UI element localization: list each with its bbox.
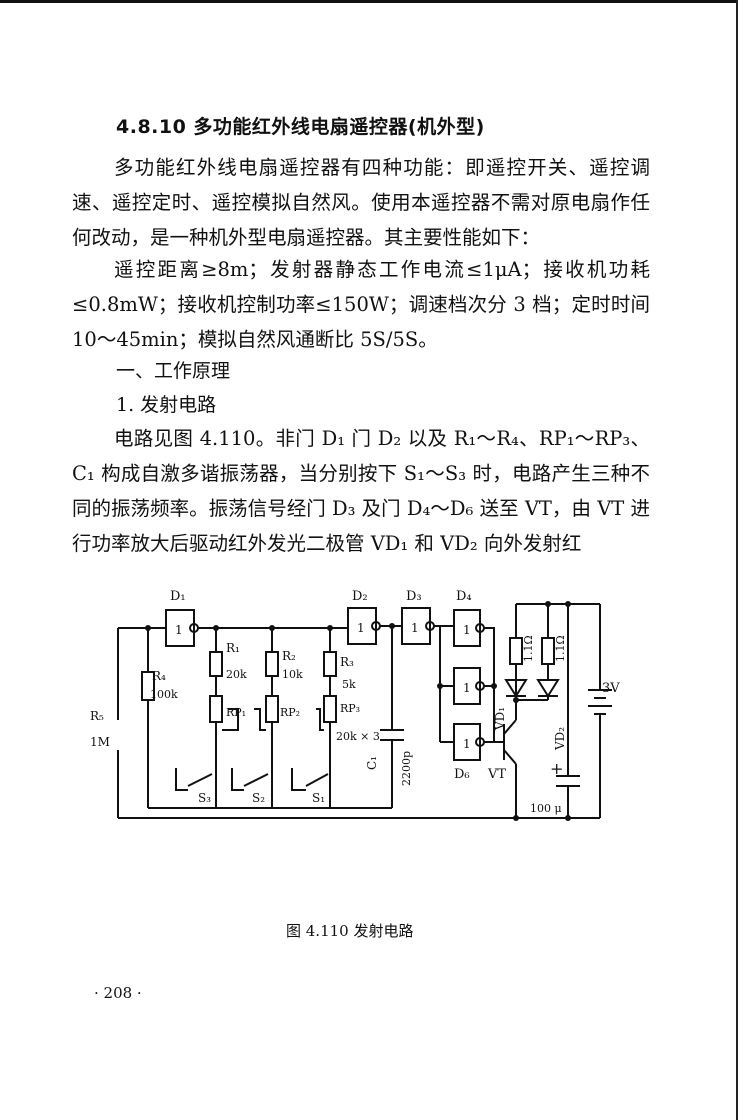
heading-transmitter: 1. 发射电路	[116, 394, 217, 416]
label-d2-gate: 1	[357, 621, 365, 635]
paragraph-specs: 遥控距离≥8m；发射器静态工作电流≤1μA；接收机功耗≤0.8mW；接收机控制功…	[72, 258, 650, 351]
label-rp3: RP₃	[340, 702, 360, 715]
label-vd1: VD₁	[493, 707, 507, 731]
transmitter-circuit-diagram: D₁ 1 D₂ 1 D₃ 1 D₄ 1 1 1 D₆ R₁ 20k R₂ 10k…	[90, 589, 620, 821]
label-res2: 1.1Ω	[554, 635, 567, 662]
label-r5: R₅	[90, 709, 104, 723]
label-d4-gate: 1	[463, 623, 471, 637]
section-title: 4.8.10 多功能红外线电扇遥控器(机外型)	[116, 116, 485, 138]
paragraph-intro: 多功能红外线电扇遥控器有四种功能：即遥控开关、遥控调速、遥控定时、遥控模拟自然风…	[72, 156, 650, 249]
label-d6: D₆	[454, 767, 470, 782]
label-vt: VT	[487, 767, 506, 782]
label-res1: 1.1Ω	[522, 635, 535, 662]
label-r2-value: 10k	[282, 668, 303, 681]
label-c1: C₁	[365, 756, 379, 770]
label-rp-value: 20k × 3	[336, 730, 380, 743]
label-s2: S₂	[252, 791, 265, 805]
label-d3-gate: 1	[411, 621, 419, 635]
figure-caption: 图 4.110 发射电路	[286, 922, 414, 940]
label-s1: S₁	[312, 791, 325, 805]
label-r1: R₁	[226, 641, 240, 655]
label-r4: R₄	[152, 669, 166, 683]
label-r4-value: 100k	[150, 688, 178, 701]
label-d6-gate: 1	[463, 737, 471, 751]
label-d2: D₂	[352, 589, 368, 604]
label-c1-value: 2200p	[400, 751, 413, 786]
label-d5-gate: 1	[463, 681, 471, 695]
label-r2: R₂	[282, 649, 296, 663]
label-r1-value: 20k	[226, 668, 247, 681]
label-d3: D₃	[406, 589, 422, 604]
label-r3-value: 5k	[342, 678, 356, 691]
label-r5-value: 1M	[90, 735, 110, 749]
label-d1-gate: 1	[175, 623, 183, 637]
page-number: · 208 ·	[94, 984, 142, 1002]
label-plus: +	[550, 759, 563, 778]
label-cap-100u: 100 μ	[530, 802, 562, 815]
label-d1: D₁	[170, 589, 186, 604]
label-s3: S₃	[198, 791, 211, 805]
label-battery: 3V	[602, 681, 620, 696]
label-d4: D₄	[456, 589, 472, 604]
label-rp2: RP₂	[280, 706, 300, 719]
label-r3: R₃	[340, 655, 354, 669]
label-rp1: RP₁	[226, 706, 246, 719]
right-border	[736, 0, 738, 1120]
label-vd2: VD₂	[553, 727, 567, 751]
paragraph-circuit: 电路见图 4.110。非门 D₁ 门 D₂ 以及 R₁～R₄、RP₁～RP₃、C…	[72, 427, 650, 555]
top-border	[0, 0, 738, 3]
heading-principle: 一、工作原理	[116, 360, 231, 382]
